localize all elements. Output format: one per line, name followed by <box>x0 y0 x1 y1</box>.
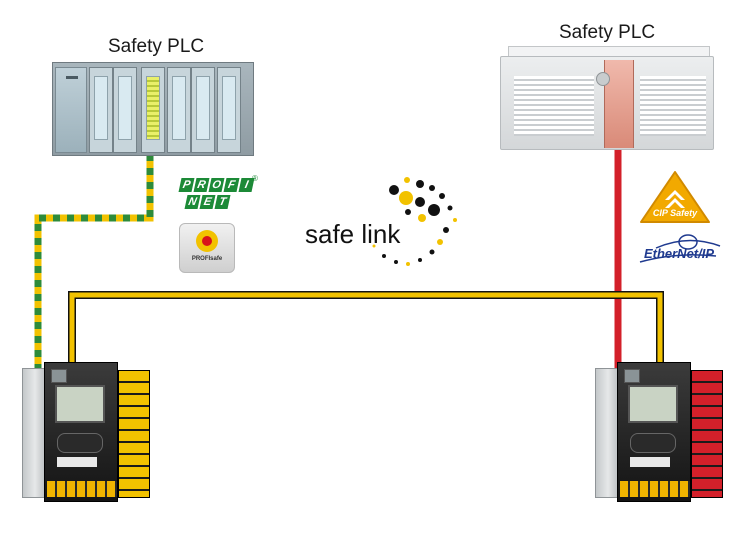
ethernet-ip-globe-icon <box>639 234 721 263</box>
left-plc-title: Safety PLC <box>108 36 205 57</box>
profinet-letter: F <box>223 178 240 192</box>
plc-module <box>167 67 191 153</box>
gateway-keypad <box>57 433 103 453</box>
profinet-letter: R <box>193 178 210 192</box>
plc-module <box>113 67 137 153</box>
cip-safety-shield-icon <box>640 171 710 223</box>
profisafe-label: PROFIsafe <box>191 256 223 262</box>
profisafe-logo: PROFIsafe <box>179 223 235 273</box>
plc-knob <box>596 72 610 86</box>
registered-mark: ® <box>252 174 258 183</box>
gateway-body <box>44 362 118 502</box>
gateway-body <box>617 362 691 502</box>
safe-link-cable <box>69 292 663 380</box>
gateway-safety-module <box>691 370 723 498</box>
left-safety-gateway-image <box>22 360 154 502</box>
gateway-keypad <box>630 433 676 453</box>
cip-safety-label: CIP Safety <box>652 208 698 218</box>
profinet-logo: P R O F I N E T ® <box>178 174 264 214</box>
plc-module <box>89 67 113 153</box>
ethernet-port <box>624 369 640 383</box>
plc-safety-module <box>604 60 634 148</box>
safe-link-label: safe link <box>305 219 401 249</box>
gateway-label-plate <box>57 457 97 467</box>
gateway-terminals <box>620 481 690 497</box>
gateway-safety-module <box>118 370 150 498</box>
ethernet-ip-label: EtherNet/IP <box>643 246 715 261</box>
plc-module <box>217 67 241 153</box>
safe-link-cable-outer <box>68 291 664 380</box>
profinet-letter: P <box>178 178 195 192</box>
gateway-display <box>55 385 105 423</box>
profinet-cable <box>34 154 154 378</box>
cip-safety-logo: CIP Safety <box>637 170 713 226</box>
profinet-cable-stripe <box>34 154 154 378</box>
profinet-letter: E <box>199 195 216 209</box>
profinet-letter: N <box>184 195 201 209</box>
profinet-letter: T <box>214 195 231 209</box>
ethernet-ip-logo: EtherNet/IP <box>636 232 722 266</box>
profinet-letter: O <box>208 178 225 192</box>
plc-power-supply <box>55 67 87 153</box>
ethernet-port <box>51 369 67 383</box>
right-safety-gateway-image <box>595 360 727 502</box>
plc-module <box>191 67 215 153</box>
right-plc-title: Safety PLC <box>559 22 656 43</box>
plc-module-cpu <box>141 67 165 153</box>
gateway-terminals <box>47 481 117 497</box>
safe-link-dots-icon <box>372 177 457 266</box>
gateway-display <box>628 385 678 423</box>
gateway-label-plate <box>630 457 670 467</box>
left-safety-plc-image <box>52 62 254 156</box>
right-safety-plc-image <box>500 46 714 150</box>
